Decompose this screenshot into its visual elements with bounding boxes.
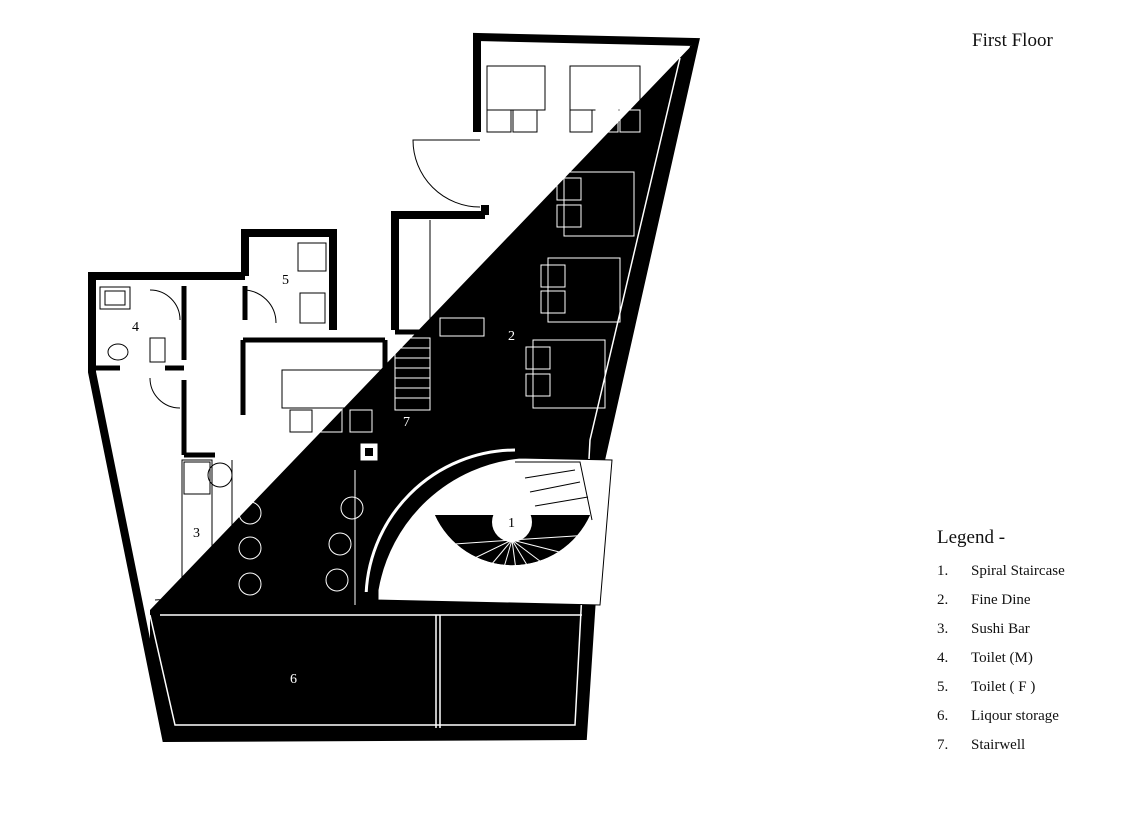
dining-tables-dark [439,109,641,409]
room-label-6: 6 [290,672,297,687]
page-title: First Floor [972,30,1053,51]
legend-item: 7. Stairwell [937,737,1065,766]
legend-item-label: Toilet ( F ) [971,679,1036,695]
room-label-1: 1 [508,516,515,531]
spiral-staircase [360,448,613,608]
legend-item-label: Stairwell [971,737,1026,753]
entry-door [412,139,481,320]
room-label-7: 7 [403,415,410,430]
floor-plan: 1 2 3 4 5 6 7 [88,32,700,743]
toilet-fixtures [99,242,327,409]
legend-item: 1. Spiral Staircase [937,563,1065,592]
legend-item-number: 7. [937,737,949,753]
legend-item-label: Sushi Bar [971,621,1030,637]
legend-item-label: Liqour storage [971,708,1059,724]
legend-item-label: Spiral Staircase [971,563,1065,579]
legend-item-number: 4. [937,650,949,666]
interior-walls [95,286,441,458]
legend-item-number: 2. [937,592,949,608]
legend-item: 6. Liqour storage [937,708,1065,737]
outer-walls [88,32,700,743]
legend: Legend - 1. Spiral Staircase 2. Fine Din… [937,527,1065,766]
legend-item: 4. Toilet (M) [937,650,1065,679]
sushi-bar-dark [238,409,373,605]
dining-tables [486,65,641,133]
room-label-3: 3 [193,526,200,541]
legend-item: 5. Toilet ( F ) [937,679,1065,708]
legend-item: 3. Sushi Bar [937,621,1065,650]
legend-item: 2. Fine Dine [937,592,1065,621]
legend-item-number: 1. [937,563,949,579]
stairwell [394,337,431,411]
room-label-2: 2 [508,329,515,344]
sushi-bar [181,369,383,606]
room-label-4: 4 [132,320,139,335]
legend-item-number: 3. [937,621,949,637]
room-label-5: 5 [282,273,289,288]
legend-item-number: 5. [937,679,949,695]
legend-item-label: Toilet (M) [971,650,1033,666]
legend-item-label: Fine Dine [971,592,1031,608]
legend-item-number: 6. [937,708,949,724]
legend-heading: Legend - [937,527,1006,548]
